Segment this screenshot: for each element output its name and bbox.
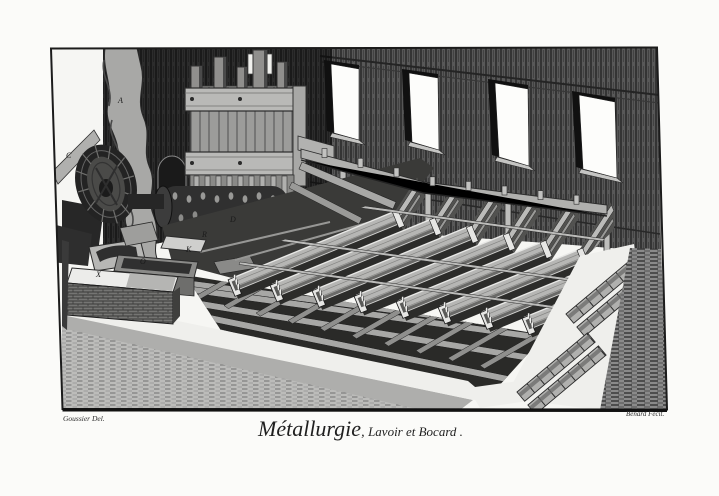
svg-text:Benard Fecit.: Benard Fecit. [626, 410, 664, 418]
svg-text:O: O [140, 257, 146, 266]
svg-text:D: D [229, 215, 236, 224]
svg-text:R: R [201, 230, 207, 239]
svg-text:K: K [185, 245, 192, 254]
svg-text:A: A [117, 96, 123, 105]
svg-text:C: C [66, 151, 72, 160]
svg-text:Goussier Del.: Goussier Del. [63, 414, 105, 423]
svg-text:X: X [95, 270, 102, 279]
